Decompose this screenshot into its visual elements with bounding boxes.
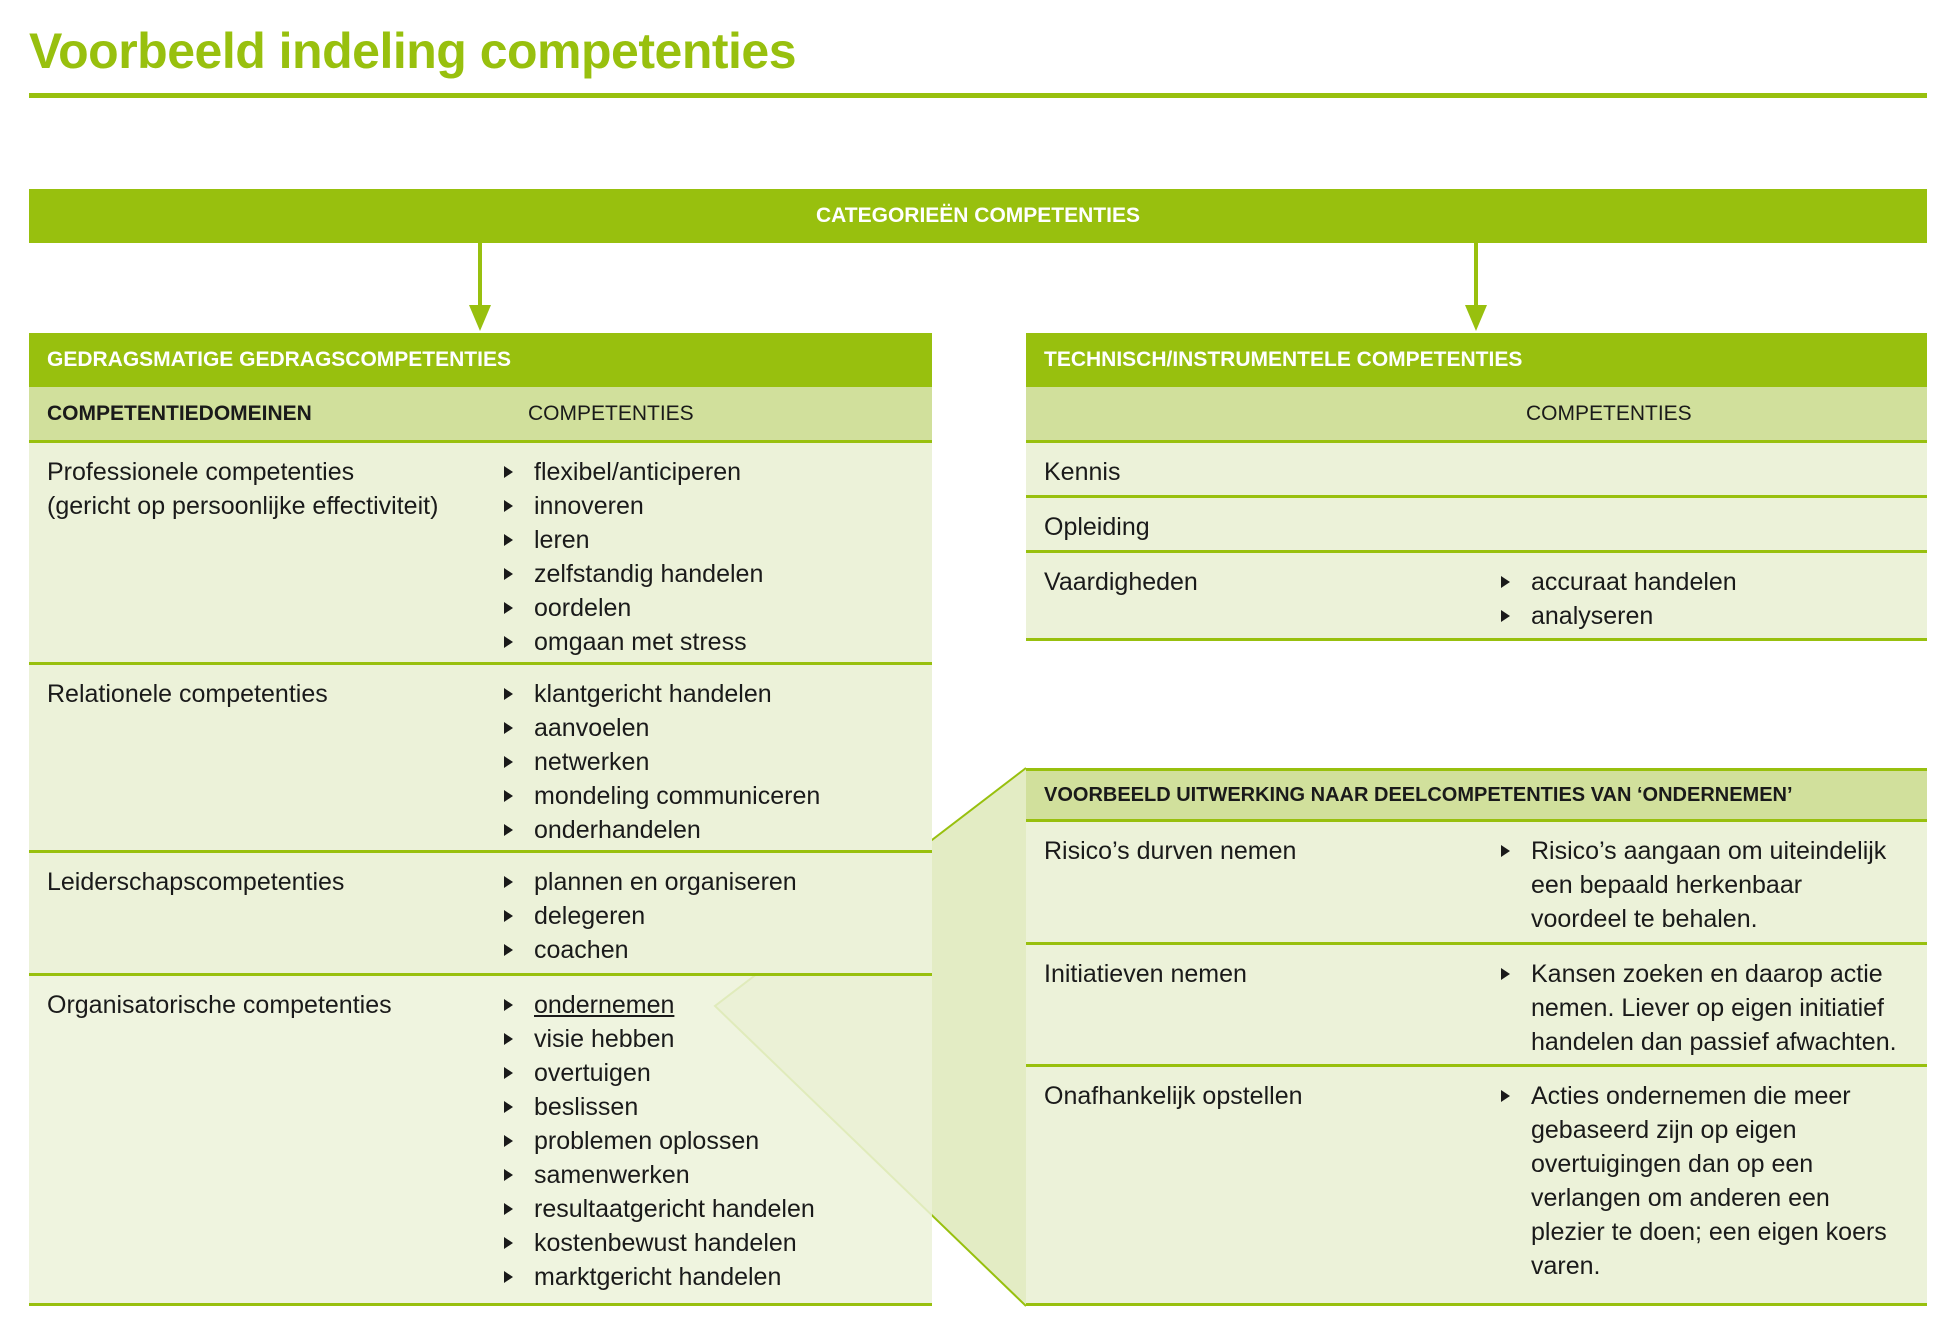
competency-list: ondernemen visie hebben overtuigen besli… <box>500 988 815 1294</box>
list-item: onderhandelen <box>500 813 820 847</box>
example-panel-header: VOORBEELD UITWERKING NAAR DEELCOMPETENTI… <box>1026 768 1927 822</box>
categories-banner: CATEGORIEËN COMPETENTIES <box>29 189 1927 243</box>
competency-list: plannen en organiseren delegeren coachen <box>500 865 797 967</box>
col-competencies-label: COMPETENTIES <box>528 401 694 425</box>
competency-list: accuraat handelen analyseren <box>1497 565 1737 633</box>
domain-label: Relationele competenties <box>47 680 328 708</box>
list-item: accuraat handelen <box>1497 565 1737 599</box>
subcompetency-label: Onafhankelijk opstellen <box>1044 1082 1303 1110</box>
right-panel-title: TECHNISCH/INSTRUMENTELE COMPETENTIES <box>1044 348 1523 371</box>
example-panel-title: VOORBEELD UITWERKING NAAR DEELCOMPETENTI… <box>1044 783 1793 806</box>
list-item: flexibel/anticiperen <box>500 455 763 489</box>
domain-row: Vaardigheden accuraat handelen analysere… <box>1026 553 1927 641</box>
arrow-right-line <box>1474 243 1478 307</box>
subcompetency-row: Initiatieven nemen Kansen zoeken en daar… <box>1026 945 1927 1067</box>
list-item: overtuigen <box>500 1056 815 1090</box>
col-competencies-label: COMPETENTIES <box>1526 401 1692 425</box>
domain-row: Kennis <box>1026 443 1927 498</box>
list-item: delegeren <box>500 899 797 933</box>
list-item-ondernemen: ondernemen <box>500 988 815 1022</box>
list-item: omgaan met stress <box>500 625 763 659</box>
left-panel-title: GEDRAGSMATIGE GEDRAGSCOMPETENTIES <box>47 348 511 371</box>
list-item: resultaatgericht handelen <box>500 1192 815 1226</box>
list-item: kostenbewust handelen <box>500 1226 815 1260</box>
list-item: mondeling communiceren <box>500 779 820 813</box>
subcompetency-row: Risico’s durven nemen Risico’s aangaan o… <box>1026 822 1927 945</box>
domain-row: Relationele competenties klantgericht ha… <box>29 665 932 853</box>
right-panel-subheader: COMPETENTIES <box>1026 387 1927 443</box>
domain-label: Leiderschapscompetenties <box>47 868 345 896</box>
list-item: analyseren <box>1497 599 1737 633</box>
page-title: Voorbeeld indeling competenties <box>29 23 797 79</box>
domain-row: Organisatorische competenties ondernemen… <box>29 976 932 1306</box>
competency-list: klantgericht handelen aanvoelen netwerke… <box>500 677 820 847</box>
domain-row: Opleiding <box>1026 498 1927 553</box>
arrow-down-icon <box>469 305 491 331</box>
list-item: zelfstandig handelen <box>500 557 763 591</box>
title-divider <box>29 93 1927 98</box>
list-item: marktgericht handelen <box>500 1260 815 1294</box>
right-panel-header: TECHNISCH/INSTRUMENTELE COMPETENTIES <box>1026 333 1927 387</box>
left-panel-subheader: COMPETENTIEDOMEINEN COMPETENTIES <box>29 387 932 443</box>
domain-label: Kennis <box>1044 458 1121 486</box>
list-item: beslissen <box>500 1090 815 1124</box>
banner-label: CATEGORIEËN COMPETENTIES <box>816 204 1140 227</box>
competency-list: flexibel/anticiperen innoveren leren zel… <box>500 455 763 659</box>
list-item: plannen en organiseren <box>500 865 797 899</box>
list-item: coachen <box>500 933 797 967</box>
domain-label: Professionele competenties(gericht op pe… <box>47 458 439 520</box>
left-panel-header: GEDRAGSMATIGE GEDRAGSCOMPETENTIES <box>29 333 932 387</box>
list-item: klantgericht handelen <box>500 677 820 711</box>
subcompetency-label: Initiatieven nemen <box>1044 960 1247 988</box>
list-item: visie hebben <box>500 1022 815 1056</box>
domain-label: Opleiding <box>1044 513 1150 541</box>
domain-row: Leiderschapscompetenties plannen en orga… <box>29 853 932 976</box>
list-item: samenwerken <box>500 1158 815 1192</box>
subcompetency-row: Onafhankelijk opstellen Acties onderneme… <box>1026 1067 1927 1306</box>
domain-label: Vaardigheden <box>1044 568 1198 596</box>
domain-row: Professionele competenties(gericht op pe… <box>29 443 932 665</box>
list-item: oordelen <box>500 591 763 625</box>
list-item: leren <box>500 523 763 557</box>
arrow-down-icon <box>1465 305 1487 331</box>
list-item: aanvoelen <box>500 711 820 745</box>
list-item: problemen oplossen <box>500 1124 815 1158</box>
arrow-left-line <box>478 243 482 307</box>
subcompetency-label: Risico’s durven nemen <box>1044 837 1297 865</box>
list-item: innoveren <box>500 489 763 523</box>
list-item: netwerken <box>500 745 820 779</box>
col-domains-label: COMPETENTIEDOMEINEN <box>47 401 312 425</box>
domain-label: Organisatorische competenties <box>47 991 392 1019</box>
